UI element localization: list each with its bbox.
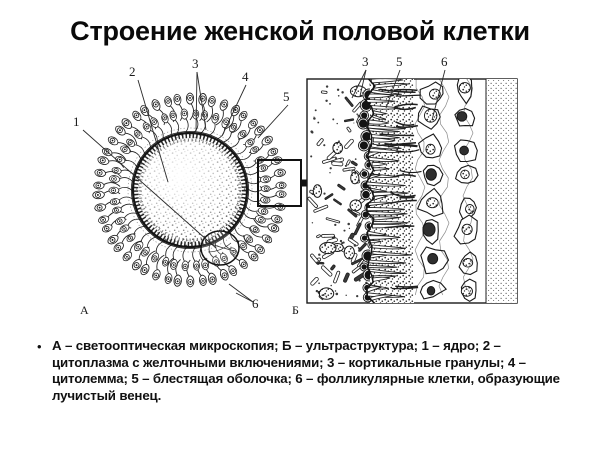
label-a-1: 1 bbox=[73, 114, 80, 129]
nucleus-inner-line bbox=[204, 241, 235, 252]
follicular-cells bbox=[391, 79, 479, 302]
panel-a-leader-lines bbox=[82, 71, 289, 303]
nucleus-inner-line-2 bbox=[207, 242, 232, 253]
magnified-region-box bbox=[257, 159, 302, 207]
label-a-5: 5 bbox=[283, 89, 290, 104]
panel-a-light-microscopy: 1 2 3 4 5 6 А bbox=[73, 56, 331, 317]
label-a-4: 4 bbox=[242, 69, 249, 84]
ooplasm-organelles bbox=[307, 84, 368, 301]
page-title: Строение женской половой клетки bbox=[70, 16, 530, 46]
panel-b-letter: Б bbox=[292, 303, 299, 317]
cytolemma-outline bbox=[131, 131, 249, 249]
label-a-3: 3 bbox=[192, 56, 199, 71]
caption-bullet: • bbox=[37, 339, 42, 354]
panel-a-letter: А bbox=[80, 303, 89, 317]
microvilli bbox=[366, 79, 419, 302]
label-a-6: 6 bbox=[252, 296, 259, 311]
label-a-2: 2 bbox=[129, 64, 136, 79]
figure-caption: • А – светооптическая микроскопия; Б – у… bbox=[30, 338, 570, 404]
caption-text: А – светооптическая микроскопия; Б – уль… bbox=[52, 338, 560, 403]
zona-pellucida-outline bbox=[127, 127, 253, 253]
label-b-5: 5 bbox=[396, 54, 403, 69]
label-b-6: 6 bbox=[441, 54, 448, 69]
oolemma-wavy bbox=[364, 79, 376, 303]
label-b-3: 3 bbox=[362, 54, 369, 69]
cytolemma-outer-line bbox=[130, 131, 249, 249]
interstitial-stipple bbox=[486, 79, 517, 303]
cortical-granule-ring bbox=[133, 133, 247, 247]
corona-radiata-outer bbox=[92, 92, 287, 288]
nucleus bbox=[200, 230, 240, 266]
panel-b-leader-lines bbox=[351, 69, 446, 121]
ooplasm-shading bbox=[133, 133, 247, 247]
panel-b-ultrastructure: 3 5 6 Б bbox=[292, 54, 518, 317]
figure-illustration: 1 2 3 4 5 6 А bbox=[0, 52, 600, 327]
